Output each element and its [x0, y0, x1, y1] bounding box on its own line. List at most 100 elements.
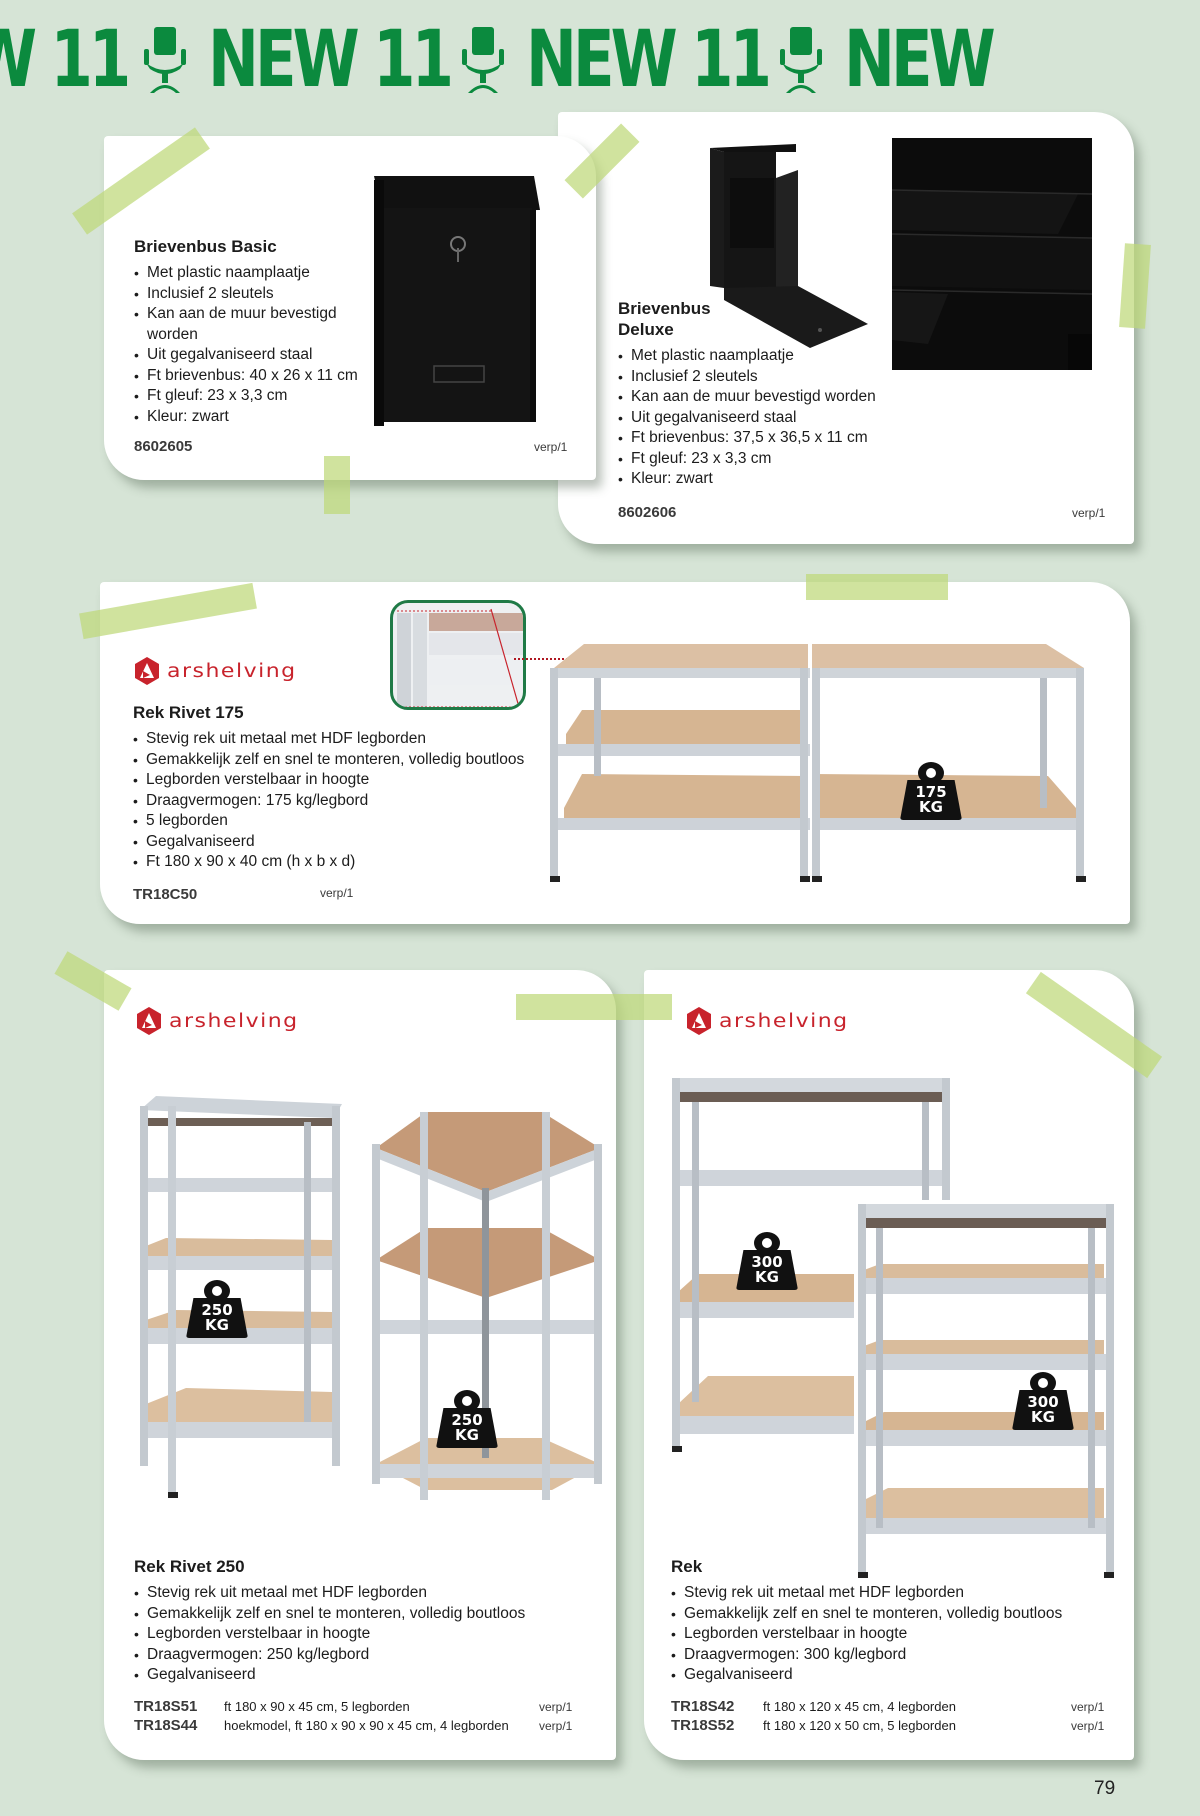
tape-decoration: [324, 456, 350, 514]
arshelving-logo-icon: [687, 1007, 711, 1035]
feature-item: Inclusief 2 sleutels: [618, 367, 876, 388]
feature-item: Ft brievenbus: 37,5 x 36,5 x 11 cm: [618, 428, 876, 449]
brand-logo: arshelving: [134, 1006, 299, 1036]
office-chair-icon: [144, 27, 186, 93]
variant-table: TR18S42 ft 180 x 120 x 45 cm, 4 legborde…: [671, 1698, 1111, 1736]
feature-item: Gemakkelijk zelf en snel te monteren, vo…: [133, 750, 524, 771]
feature-item: Gegalvaniseerd: [134, 1665, 525, 1686]
variant-row: TR18S51 ft 180 x 90 x 45 cm, 5 legborden…: [134, 1698, 594, 1717]
header-banner: W 11 NEW 11 NEW 11: [0, 20, 1200, 100]
feature-item: Kan aan de muur bevestigd worden: [618, 387, 876, 408]
brand-logo: arshelving: [684, 1006, 849, 1036]
feature-item: Inclusief 2 sleutels: [134, 284, 374, 305]
feature-item: Gegalvaniseerd: [133, 832, 524, 853]
feature-item: Draagvermogen: 250 kg/legbord: [134, 1645, 525, 1666]
shelving-rivet-175-image: [550, 644, 1086, 882]
feature-list: Met plastic naamplaatje Inclusief 2 sleu…: [618, 346, 876, 490]
feature-item: Legborden verstelbaar in hoogte: [134, 1624, 525, 1645]
mailbox-deluxe-closed-image: [891, 138, 1093, 370]
product-sku: 8602606: [618, 504, 677, 521]
product-sku: 8602605: [134, 438, 193, 455]
variant-sku: TR18S44: [134, 1717, 198, 1734]
feature-list: Stevig rek uit metaal met HDF legborden …: [671, 1583, 1062, 1686]
product-title: Rek Rivet 175: [133, 703, 244, 722]
feature-item: Gemakkelijk zelf en snel te monteren, vo…: [671, 1604, 1062, 1625]
product-title: Rek: [671, 1557, 703, 1576]
variant-sku: TR18S42: [671, 1698, 735, 1715]
product-title: Brievenbus Basic: [134, 237, 277, 256]
brand-name: arshelving: [167, 660, 297, 682]
feature-item: Ft brievenbus: 40 x 26 x 11 cm: [134, 366, 374, 387]
arshelving-logo-icon: [135, 657, 159, 685]
mailbox-basic-image: [374, 176, 540, 426]
detail-inset: [390, 600, 526, 710]
variant-spec: ft 180 x 90 x 45 cm, 5 legborden: [224, 1699, 410, 1714]
feature-item: Uit gegalvaniseerd staal: [618, 408, 876, 429]
feature-item: Ft gleuf: 23 x 3,3 cm: [134, 386, 374, 407]
feature-list: Stevig rek uit metaal met HDF legborden …: [133, 729, 524, 873]
page-number: 79: [1094, 1778, 1116, 1799]
variant-row: TR18S44 hoekmodel, ft 180 x 90 x 90 x 45…: [134, 1717, 594, 1736]
office-chair-icon: [780, 27, 822, 93]
office-chair-icon: [462, 27, 504, 93]
feature-item: Gegalvaniseerd: [671, 1665, 1062, 1686]
packaging-unit: verp/1: [320, 886, 354, 900]
brand-name: arshelving: [719, 1010, 849, 1032]
feature-item: Ft 180 x 90 x 40 cm (h x b x d): [133, 852, 524, 873]
feature-item: Stevig rek uit metaal met HDF legborden: [671, 1583, 1062, 1604]
variant-row: TR18S52 ft 180 x 120 x 50 cm, 5 legborde…: [671, 1717, 1111, 1736]
product-card-rek-rivet-175: arshelving Rek Rivet 175 Stevig rek uit …: [100, 582, 1130, 924]
feature-item: Met plastic naamplaatje: [134, 263, 374, 284]
tape-decoration: [806, 574, 948, 600]
packaging-unit: verp/1: [534, 440, 568, 454]
banner-text: NEW: [844, 20, 996, 100]
variant-sku: TR18S52: [671, 1717, 735, 1734]
feature-item: Kleur: zwart: [618, 469, 876, 490]
arshelving-logo-icon: [137, 1007, 161, 1035]
shelving-corner-250-image: [372, 1112, 602, 1500]
tape-decoration: [1119, 243, 1151, 329]
feature-item: Gemakkelijk zelf en snel te monteren, vo…: [134, 1604, 525, 1625]
product-card-brievenbus-deluxe: Brievenbus Deluxe Met plastic naamplaatj…: [558, 112, 1134, 544]
variant-spec: hoekmodel, ft 180 x 90 x 90 x 45 cm, 4 l…: [224, 1718, 509, 1733]
tape-decoration: [516, 994, 672, 1020]
variant-row: TR18S42 ft 180 x 120 x 45 cm, 4 legborde…: [671, 1698, 1111, 1717]
feature-item: Stevig rek uit metaal met HDF legborden: [133, 729, 524, 750]
packaging-unit: verp/1: [539, 1719, 573, 1733]
feature-item: Draagvermogen: 300 kg/legbord: [671, 1645, 1062, 1666]
banner-text: NEW 11: [208, 20, 454, 100]
feature-item: Met plastic naamplaatje: [618, 346, 876, 367]
product-title: Brievenbus: [618, 299, 711, 318]
feature-item: Legborden verstelbaar in hoogte: [671, 1624, 1062, 1645]
feature-item: 5 legborden: [133, 811, 524, 832]
feature-item: Kleur: zwart: [134, 407, 374, 428]
feature-list: Stevig rek uit metaal met HDF legborden …: [134, 1583, 525, 1686]
product-sku: TR18C50: [133, 886, 198, 903]
feature-item: Legborden verstelbaar in hoogte: [133, 770, 524, 791]
feature-list: Met plastic naamplaatje Inclusief 2 sleu…: [134, 263, 374, 427]
feature-item: Draagvermogen: 175 kg/legbord: [133, 791, 524, 812]
variant-sku: TR18S51: [134, 1698, 198, 1715]
feature-item: Ft gleuf: 23 x 3,3 cm: [618, 449, 876, 470]
brand-logo: arshelving: [132, 656, 297, 686]
variant-table: TR18S51 ft 180 x 90 x 45 cm, 5 legborden…: [134, 1698, 594, 1736]
product-card-brievenbus-basic: Brievenbus Basic Met plastic naamplaatje…: [104, 136, 596, 480]
banner-text: NEW 11: [526, 20, 772, 100]
variant-spec: ft 180 x 120 x 45 cm, 4 legborden: [763, 1699, 956, 1714]
banner-text: W 11: [0, 20, 131, 100]
product-title: Deluxe: [618, 320, 674, 339]
packaging-unit: verp/1: [1072, 506, 1106, 520]
mailbox-deluxe-open-image: [710, 144, 868, 348]
shelving-rek-front-image: [854, 1200, 1118, 1580]
feature-item: Kan aan de muur bevestigd worden: [134, 304, 374, 345]
brand-name: arshelving: [169, 1010, 299, 1032]
packaging-unit: verp/1: [539, 1700, 573, 1714]
feature-item: Stevig rek uit metaal met HDF legborden: [134, 1583, 525, 1604]
variant-spec: ft 180 x 120 x 50 cm, 5 legborden: [763, 1718, 956, 1733]
